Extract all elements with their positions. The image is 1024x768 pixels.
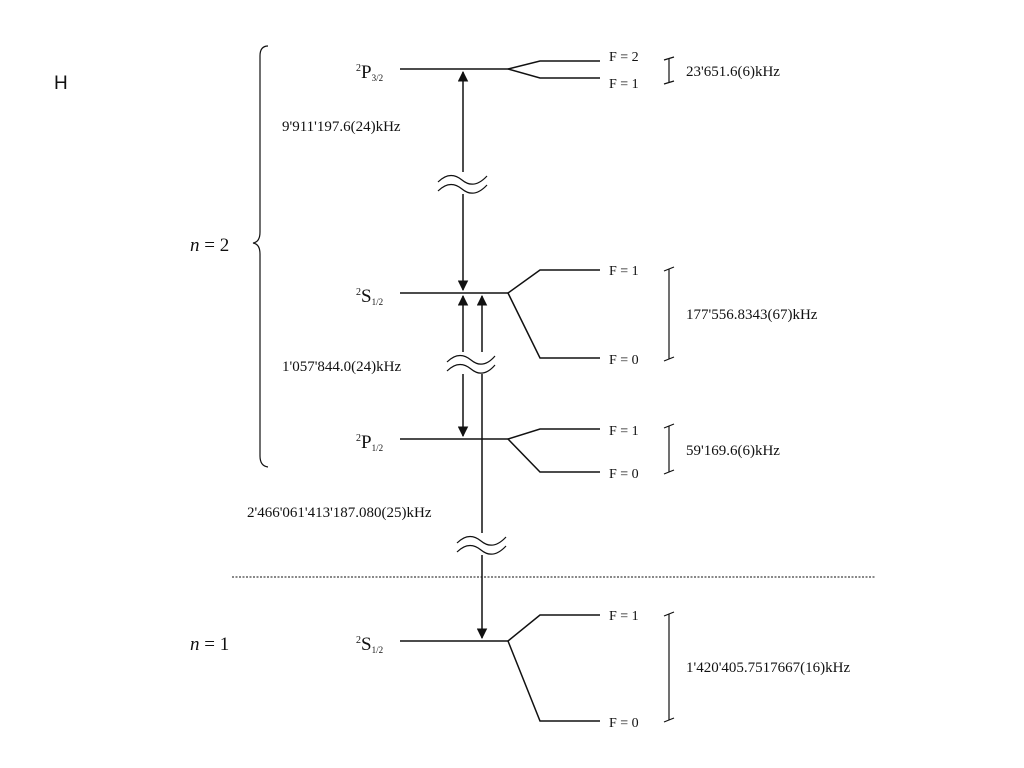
axis-break-lamb bbox=[446, 352, 496, 374]
slide-label: H bbox=[54, 73, 68, 94]
f-label-s12-n1-upper: F = 1 bbox=[609, 609, 639, 624]
hyperfine-p32: 23'651.6(6)kHz bbox=[686, 64, 780, 80]
n1-label: n = 1 bbox=[190, 634, 229, 655]
hyperfine-s12-n1: 1'420'405.7517667(16)kHz bbox=[686, 660, 850, 676]
f-label-p32-lower: F = 1 bbox=[609, 77, 639, 92]
level-s12-n1 bbox=[400, 614, 600, 722]
interval-lamb-shift: 1'057'844.0(24)kHz bbox=[282, 359, 401, 375]
term-s12-n1-label: 2S1/2 bbox=[356, 634, 383, 655]
hyperfine-s12-n2: 177'556.8343(67)kHz bbox=[686, 307, 818, 323]
n2-label: n = 2 bbox=[190, 235, 229, 256]
axis-break-1s2s bbox=[456, 533, 508, 555]
level-p12 bbox=[400, 428, 600, 473]
f-label-p12-upper: F = 1 bbox=[609, 424, 639, 439]
term-s12-n2-label: 2S1/2 bbox=[356, 286, 383, 307]
bracket-p12 bbox=[663, 423, 675, 475]
level-p32 bbox=[400, 60, 600, 79]
hyperfine-p12: 59'169.6(6)kHz bbox=[686, 443, 780, 459]
bracket-p32 bbox=[663, 56, 675, 85]
f-label-s12-n2-lower: F = 0 bbox=[609, 353, 639, 368]
interval-fine-structure: 9'911'197.6(24)kHz bbox=[282, 119, 401, 135]
level-s12-n2 bbox=[400, 269, 600, 359]
interval-1s-2s: 2'466'061'413'187.080(25)kHz bbox=[247, 505, 432, 521]
axis-break-fine bbox=[437, 172, 489, 194]
f-label-s12-n2-upper: F = 1 bbox=[609, 264, 639, 279]
f-label-p32-upper: F = 2 bbox=[609, 50, 639, 65]
f-label-p12-lower: F = 0 bbox=[609, 467, 639, 482]
term-p32-label: 2P3/2 bbox=[356, 62, 383, 83]
n2-brace bbox=[252, 45, 269, 468]
bracket-s12-n1 bbox=[663, 611, 675, 723]
term-p12-label: 2P1/2 bbox=[356, 432, 383, 453]
f-label-s12-n1-lower: F = 0 bbox=[609, 716, 639, 731]
bracket-s12-n2 bbox=[663, 266, 675, 362]
